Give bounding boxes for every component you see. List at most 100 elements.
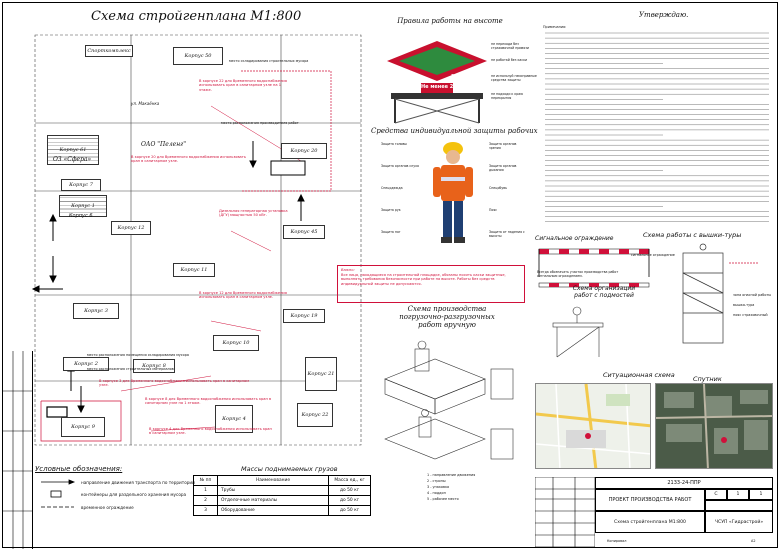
unload-title: Схема производства погрузочно-разгрузочн… (399, 305, 495, 329)
red-note-1: В корпусе 22 для Временного водоснабжени… (199, 79, 287, 92)
loads-cell: 1 (193, 485, 218, 496)
building-61-label: Корпус 61 (59, 147, 87, 153)
scaffold-title: Схема работы с вышки-туры (643, 231, 742, 239)
height-sign-text: Не менее 2 м (421, 84, 460, 90)
callout-4: место расположения строительных материал… (87, 367, 174, 371)
legend-item-traffic: направление движения транспорта по терри… (81, 480, 195, 485)
red-note-7: В корпусе 4 для Временного водоснабжения… (149, 427, 272, 436)
approved-title: Утверждаю. (639, 11, 689, 19)
legend-symbols (41, 479, 76, 508)
stamp-sheet-name: Схема стройгенплана М1:800 (595, 511, 705, 533)
loads-cell: Отделочные материалы (217, 495, 329, 506)
height-rule-1: не переходи без страховочной привязи (491, 42, 529, 50)
loads-table: № пп Наименование Масса ед., кг 1 Трубы … (193, 475, 371, 516)
satellite-map (655, 383, 773, 469)
height-sign-badge: 2 м (451, 74, 461, 80)
building-1: Корпус 1 (59, 195, 107, 217)
notes-heading: Примечания: (543, 25, 567, 29)
building-11: Корпус 11 (173, 263, 215, 277)
ppe-title: Средства индивидуальной защиты рабочих (371, 127, 538, 135)
binding-grid (3, 351, 33, 549)
building-22: Корпус 22 (297, 403, 333, 427)
scaffold-label-2: зона опасной работы (733, 293, 772, 297)
height-rule-3: не используй неисправные средства защиты (491, 74, 537, 82)
loads-header-name: Наименование (217, 475, 329, 486)
street-label: ул. Макаёнка (131, 101, 160, 106)
unload-caption-4: 4 - поддон (427, 491, 446, 495)
situation-map-graphic (536, 384, 650, 468)
legend-title: Условные обозначения: (35, 465, 123, 473)
table-row: 1 Трубы до 50 кг (193, 485, 371, 496)
unload-caption-1: 1 - направление движения (427, 473, 476, 477)
building-9: Корпус 9 (61, 417, 105, 437)
building-19: Корпус 19 (283, 309, 325, 323)
loads-title: Массы поднимаемых грузов (241, 465, 338, 473)
stamp-stage: С (705, 489, 727, 500)
stamp-side-grid (535, 477, 595, 548)
loads-cell: до 50 кг (328, 495, 371, 506)
notes-text-block (545, 32, 769, 222)
red-note-2: В корпусе 20 для Временного водоснабжени… (131, 155, 246, 164)
loads-cell: 3 (193, 505, 218, 516)
fence-title: Сигнальное ограждение (535, 235, 614, 242)
loads-cell: 2 (193, 495, 218, 506)
building-3: Корпус 3 (73, 303, 119, 319)
red-note-4: В корпусе 12 для Временного водоснабжени… (199, 291, 287, 300)
fence-note: Всегда обозначать участок производства р… (537, 270, 619, 278)
scaffold-label-1: сигнальное ограждение (631, 253, 675, 257)
stamp-code: 2133-24-ППР (595, 477, 773, 489)
ppe-left-5: Защита ног (381, 230, 401, 234)
stamp-blank (705, 500, 773, 511)
stamp-sheets: 1 (749, 489, 773, 500)
building-12: Корпус 12 (111, 221, 151, 235)
satellite-map-graphic (656, 384, 772, 468)
plan-title: Схема стройгенплана М1:800 (91, 9, 302, 24)
site-plan (31, 34, 362, 446)
unload-caption-3: 3 - упаковка (427, 485, 450, 489)
ppe-left-4: Защита рук (381, 208, 401, 212)
legend-item-fence: временное ограждение (81, 505, 134, 510)
loads-cell: Оборудование (217, 505, 329, 516)
building-6: Корпус 6 (69, 213, 93, 219)
building-sport: Спорткомплекс (85, 45, 133, 57)
height-rules-illustration (387, 41, 487, 124)
red-note-3: Дизельная генераторная установка (ДГУ) м… (219, 209, 288, 218)
binding-strip (3, 351, 33, 549)
loads-header-row: № пп Наименование Масса ед., кг (193, 475, 371, 486)
situation-title: Ситуационная схема (603, 371, 675, 379)
ppe-right-3: Спецобувь (489, 186, 507, 190)
building-2: Корпус 2 (63, 357, 109, 371)
callout-1: место складирования строительных мусора (229, 59, 309, 63)
fence-caption: Схема организации работ с подмостей (572, 285, 636, 299)
height-rules-title: Правила работы на высоте (397, 17, 503, 25)
ppe-left-3: Спецодежда (381, 186, 403, 190)
building-4: Корпус 4 (215, 405, 253, 433)
unload-illustration (384, 340, 514, 460)
table-row: 3 Оборудование до 50 кг (193, 505, 371, 516)
worker-figure (433, 142, 473, 243)
satellite-title: Спутник (693, 375, 722, 383)
org-peleng: ОАО "Пеленг" (141, 141, 186, 148)
stamp-sheet: 1 (727, 489, 749, 500)
legend-item-containers: контейнеры для раздельного хранения мусо… (81, 492, 187, 497)
callout-2: место расположения производителя работ (221, 121, 299, 125)
scaffold-label-4: пояс страховочный (733, 313, 768, 317)
building-20: Корпус 20 (281, 143, 327, 159)
loads-cell: Трубы (217, 485, 329, 496)
building-45: Корпус 45 (283, 225, 325, 239)
building-10: Корпус 10 (213, 335, 259, 351)
loads-cell: до 50 кг (328, 505, 371, 516)
situation-map (535, 383, 651, 469)
ppe-right-2: Защита органов дыхания (489, 164, 517, 172)
building-7: Корпус 7 (61, 179, 101, 191)
ppe-left-1: Защита головы (381, 142, 407, 146)
building-sfera: ОЗ «Сфера» (53, 156, 92, 163)
building-50: Корпус 50 (173, 47, 223, 65)
ppe-left-2: Защита органов слуха (381, 164, 419, 168)
warning-title: Важно: (341, 268, 355, 272)
building-61: Корпус 61 (47, 135, 99, 165)
height-rule-2: не работай без каски (491, 58, 528, 62)
stamp-copied: Копировал (607, 539, 627, 543)
scaffold-label-3: вышка-тура (733, 303, 755, 307)
warning-note: Важно: Все лица, находящиеся на строител… (337, 265, 525, 303)
